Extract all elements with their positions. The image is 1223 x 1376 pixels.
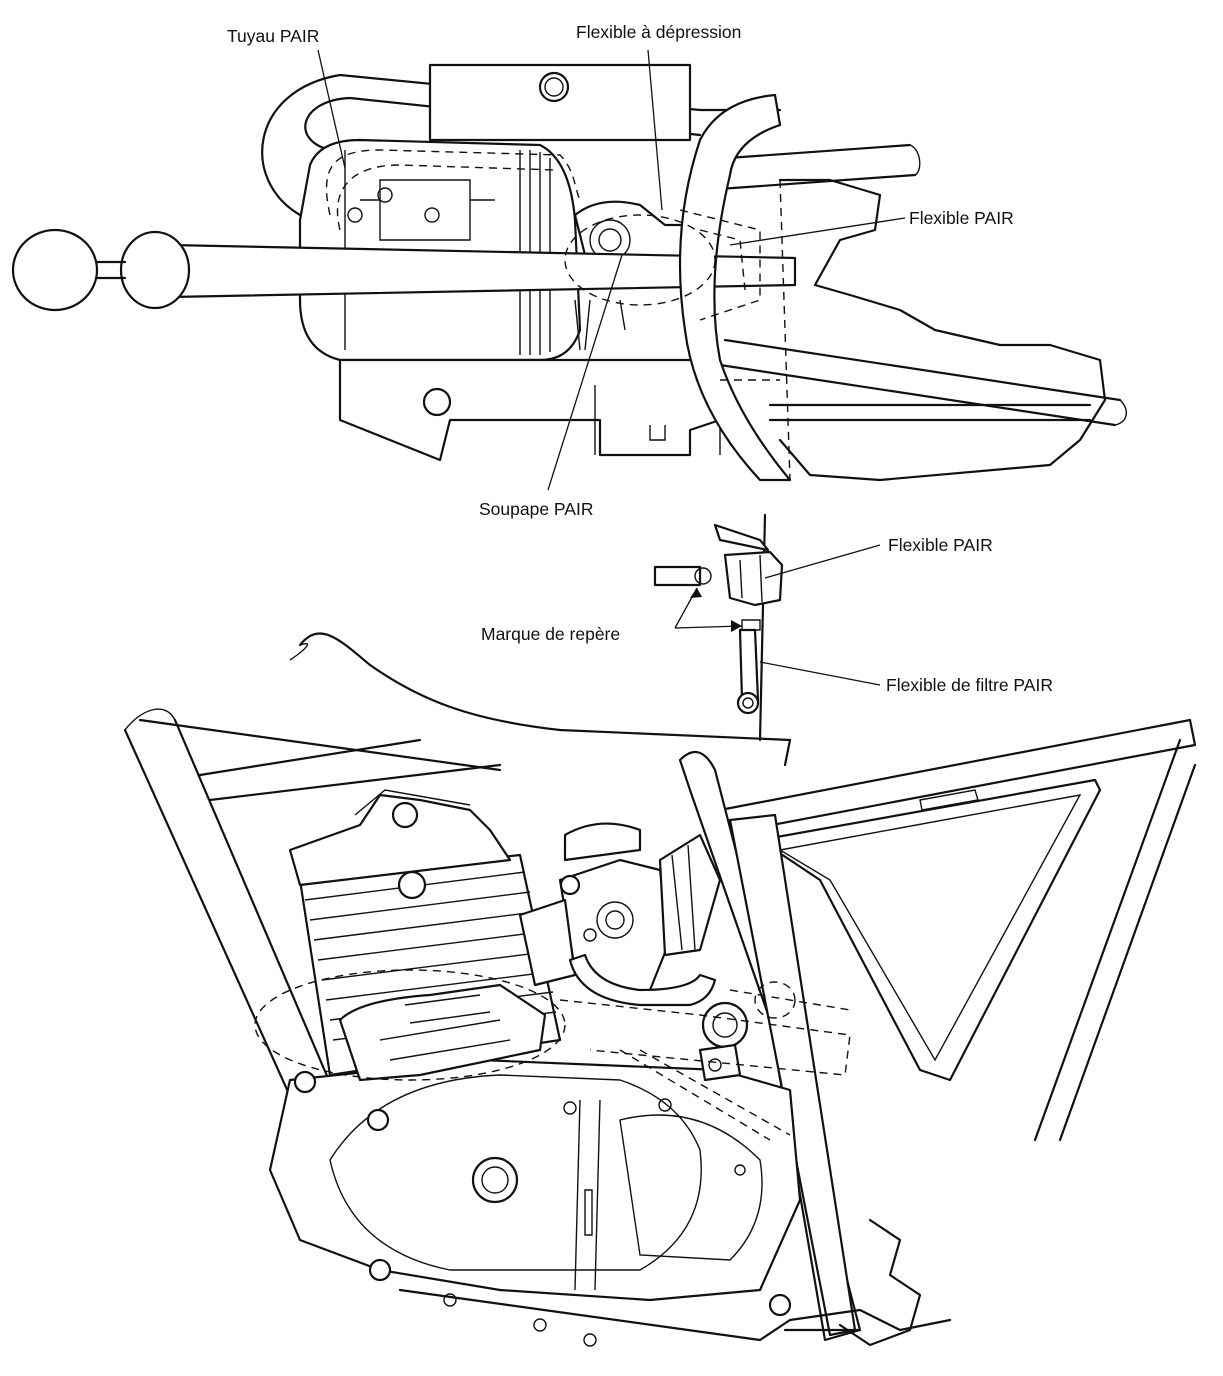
side-pair-pipe: [338, 983, 547, 1082]
leader-flexible-pair-top: [729, 217, 906, 246]
label-marque-repere: Marque de repère: [481, 624, 621, 644]
label-flexible-depression: Flexible à dépression: [576, 22, 742, 42]
label-flexible-filtre-pair: Flexible de filtre PAIR: [886, 675, 1053, 695]
top-exhaust-loop: [261, 73, 782, 217]
side-view: [123, 632, 1197, 1347]
leader-flexible-filtre: [759, 661, 881, 686]
side-frame-rear-diag: [1033, 738, 1197, 1142]
side-pair-valve: [701, 1001, 749, 1049]
leader-tuyau-pair: [317, 49, 346, 169]
side-frame-top: [138, 718, 502, 802]
side-tank-curve: [298, 632, 792, 767]
detail-view: [653, 513, 784, 742]
label-tuyau-pair: Tuyau PAIR: [227, 26, 320, 46]
detail-filter-hose: [738, 628, 760, 702]
top-airbox: [428, 63, 692, 142]
detail-hose-top: [713, 523, 770, 552]
top-crankcase: [778, 178, 1107, 482]
top-pair-pipe-route: [325, 149, 581, 216]
detail-valve-body: [723, 550, 784, 607]
side-intake-boot: [658, 833, 722, 957]
label-flexible-pair-top: Flexible PAIR: [909, 208, 1014, 228]
detail-hose-left: [653, 565, 702, 587]
top-grip-inner: [119, 230, 191, 310]
top-frame-downtube: [678, 93, 792, 482]
side-pair-hose: [568, 953, 717, 1007]
top-frame-rail-lower: [718, 338, 1122, 427]
leader-flexible-pair-detail: [764, 544, 881, 579]
side-cylinder-head: [288, 793, 512, 887]
label-soupape-pair: Soupape PAIR: [479, 499, 594, 519]
side-frame-rear-top: [718, 718, 1197, 834]
leader-soupape-pair: [547, 254, 623, 491]
top-crankcase-lower: [338, 358, 722, 462]
top-view: [11, 63, 1127, 482]
top-grip-outer: [11, 228, 99, 312]
side-pair-route-outline: [254, 969, 566, 1081]
side-crank-bolt: [471, 1156, 519, 1204]
label-flexible-pair-detail: Flexible PAIR: [888, 535, 993, 555]
top-pair-valve-outline: [564, 214, 716, 306]
leader-marque-repere-2: [674, 625, 743, 629]
leader-lines: [317, 49, 906, 686]
side-crankcase: [268, 1058, 802, 1302]
leader-flexible-depression: [647, 49, 663, 211]
